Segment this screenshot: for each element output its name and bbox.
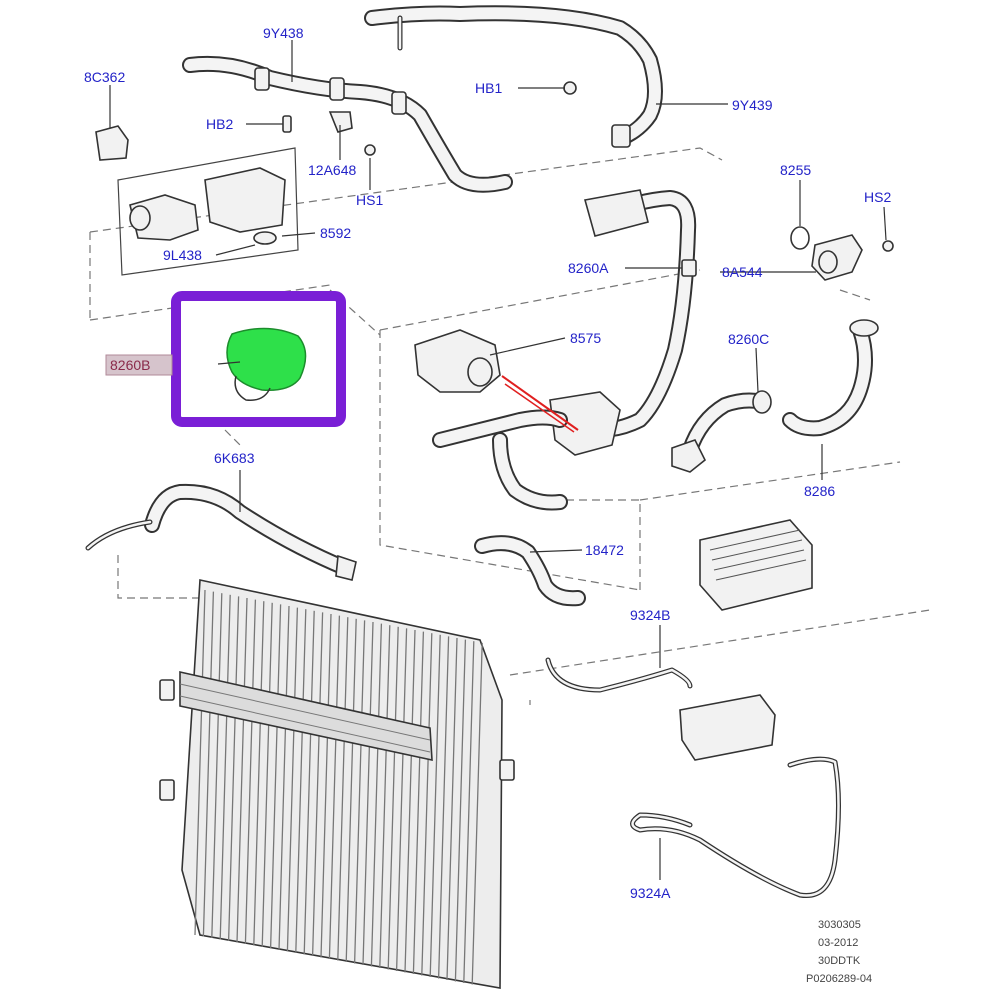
footer-line-3: 30DDTK	[818, 955, 861, 967]
bolt-hb2	[282, 115, 292, 133]
housing-8a544	[811, 234, 863, 281]
label-8260b-box	[105, 354, 173, 376]
label-8255: 8255	[780, 162, 811, 178]
seal-8255	[790, 226, 810, 250]
tube-9324b	[545, 657, 776, 761]
hose-9y438	[182, 55, 513, 193]
screw-hs2	[882, 240, 894, 252]
label-8575: 8575	[570, 330, 601, 346]
label-8592: 8592	[320, 225, 351, 241]
part-8260b-highlight	[171, 291, 346, 427]
label-8260a: 8260A	[568, 260, 609, 276]
label-8260c: 8260C	[728, 331, 769, 347]
tube-9324a	[630, 756, 841, 899]
leader-lines	[109, 40, 887, 880]
assembly-outlines	[89, 147, 931, 705]
label-9y438: 9Y438	[263, 25, 304, 41]
label-12a648: 12A648	[308, 162, 356, 178]
label-18472: 18472	[585, 542, 624, 558]
fitting-8c362	[95, 125, 129, 161]
footer-line-1: 3030305	[818, 919, 861, 931]
label-9y439: 9Y439	[732, 97, 773, 113]
oil-cooler	[699, 519, 813, 611]
hose-9y439	[364, 5, 663, 148]
footer-line-2: 03-2012	[818, 937, 858, 949]
label-9l438: 9L438	[163, 247, 202, 263]
bracket-12a648	[328, 111, 353, 133]
label-8a544: 8A544	[722, 264, 763, 280]
label-9324a: 9324A	[630, 885, 671, 901]
label-hs1: HS1	[356, 192, 383, 208]
label-hb1: HB1	[475, 80, 502, 96]
hose-8260c	[671, 390, 772, 473]
pointer-line	[501, 375, 579, 431]
water-pump-8575	[414, 329, 621, 511]
label-hb2: HB2	[206, 116, 233, 132]
bolt-hb1	[563, 81, 577, 95]
radiator	[159, 579, 515, 989]
hose-8286	[782, 319, 879, 437]
pipe-6k683	[85, 483, 357, 581]
figure-reference-codes: 3030305 03-2012 30DDTK P0206289-04	[806, 919, 872, 985]
clip-hs1	[364, 144, 376, 156]
label-8260b: 8260B	[110, 357, 150, 373]
pipe-8260a	[583, 189, 697, 438]
label-hs2: HS2	[864, 189, 891, 205]
footer-line-4: P0206289-04	[806, 973, 872, 985]
label-6k683: 6K683	[214, 450, 255, 466]
hose-18472	[474, 535, 586, 607]
part-labels: 9Y438 8C362 HB2 12A648 HS1 HB1 9Y439 859…	[84, 25, 891, 901]
pointer-line-2	[504, 383, 575, 433]
label-9324b: 9324B	[630, 607, 670, 623]
label-8286: 8286	[804, 483, 835, 499]
label-8c362: 8C362	[84, 69, 125, 85]
thermostat-assembly-8592	[117, 147, 299, 276]
